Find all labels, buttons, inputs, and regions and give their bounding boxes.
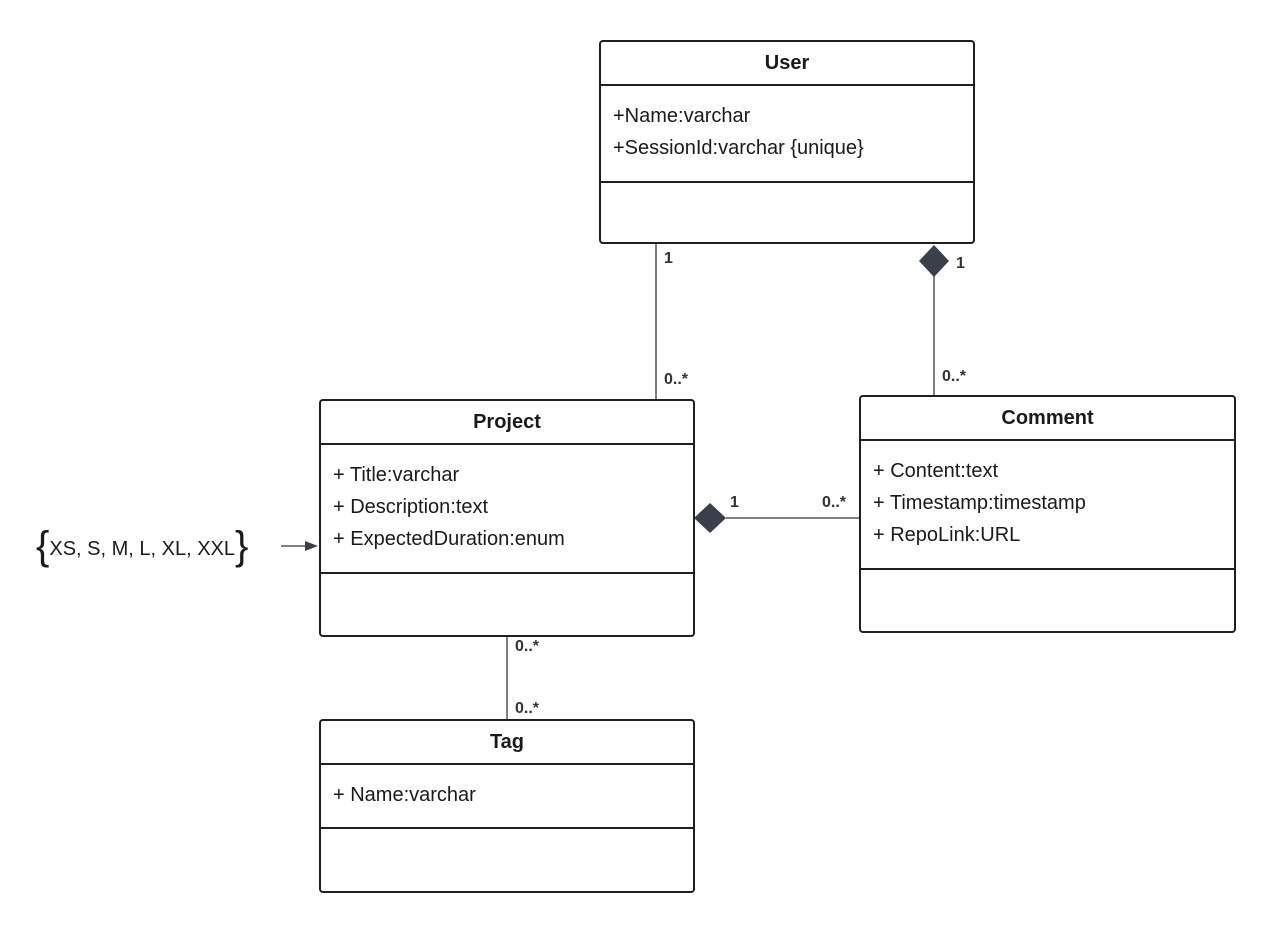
enum-open-brace: { — [36, 524, 50, 568]
user-project-project-multiplicity: 0..* — [664, 371, 689, 388]
project-comment-comment-multiplicity: 0..* — [822, 494, 847, 511]
user-class[interactable]: User +Name:varchar +SessionId:varchar {u… — [599, 40, 975, 244]
tag-class[interactable]: Tag + Name:varchar — [319, 719, 695, 893]
tag-attr-name: + Name:varchar — [333, 784, 476, 806]
project-attr-description: + Description:text — [333, 496, 489, 518]
enum-note-arrow-head — [305, 541, 318, 551]
enum-close-brace: } — [235, 524, 249, 568]
tag-attributes: + Name:varchar — [321, 765, 693, 829]
user-attr-sessionid: +SessionId:varchar {unique} — [613, 137, 864, 159]
user-project-user-multiplicity: 1 — [664, 250, 673, 267]
project-comment-project-multiplicity: 1 — [730, 494, 739, 511]
comment-class[interactable]: Comment + Content:text + Timestamp:times… — [859, 395, 1236, 633]
comment-attr-repolink: + RepoLink:URL — [873, 524, 1021, 546]
project-attr-title: + Title:varchar — [333, 464, 460, 486]
project-attr-expectedduration: + ExpectedDuration:enum — [333, 528, 565, 550]
user-comment-composition-diamond — [919, 245, 949, 277]
expected-duration-enum-note: {XS, S, M, L, XL, XXL} — [36, 520, 249, 568]
project-tag-tag-multiplicity: 0..* — [515, 700, 540, 717]
comment-class-name: Comment — [861, 397, 1234, 441]
project-attributes: + Title:varchar + Description:text + Exp… — [321, 445, 693, 574]
user-comment-user-multiplicity: 1 — [956, 255, 965, 272]
project-class-name: Project — [321, 401, 693, 445]
comment-attr-content: + Content:text — [873, 460, 999, 482]
project-comment-composition-diamond — [694, 503, 726, 533]
user-attributes: +Name:varchar +SessionId:varchar {unique… — [601, 86, 973, 183]
user-class-name: User — [601, 42, 973, 86]
project-tag-project-multiplicity: 0..* — [515, 638, 540, 655]
user-attr-name: +Name:varchar — [613, 105, 751, 127]
tag-class-name: Tag — [321, 721, 693, 765]
user-comment-comment-multiplicity: 0..* — [942, 368, 967, 385]
comment-attr-timestamp: + Timestamp:timestamp — [873, 492, 1086, 514]
comment-attributes: + Content:text + Timestamp:timestamp + R… — [861, 441, 1234, 570]
enum-values: XS, S, M, L, XL, XXL — [49, 538, 235, 560]
project-class[interactable]: Project + Title:varchar + Description:te… — [319, 399, 695, 637]
